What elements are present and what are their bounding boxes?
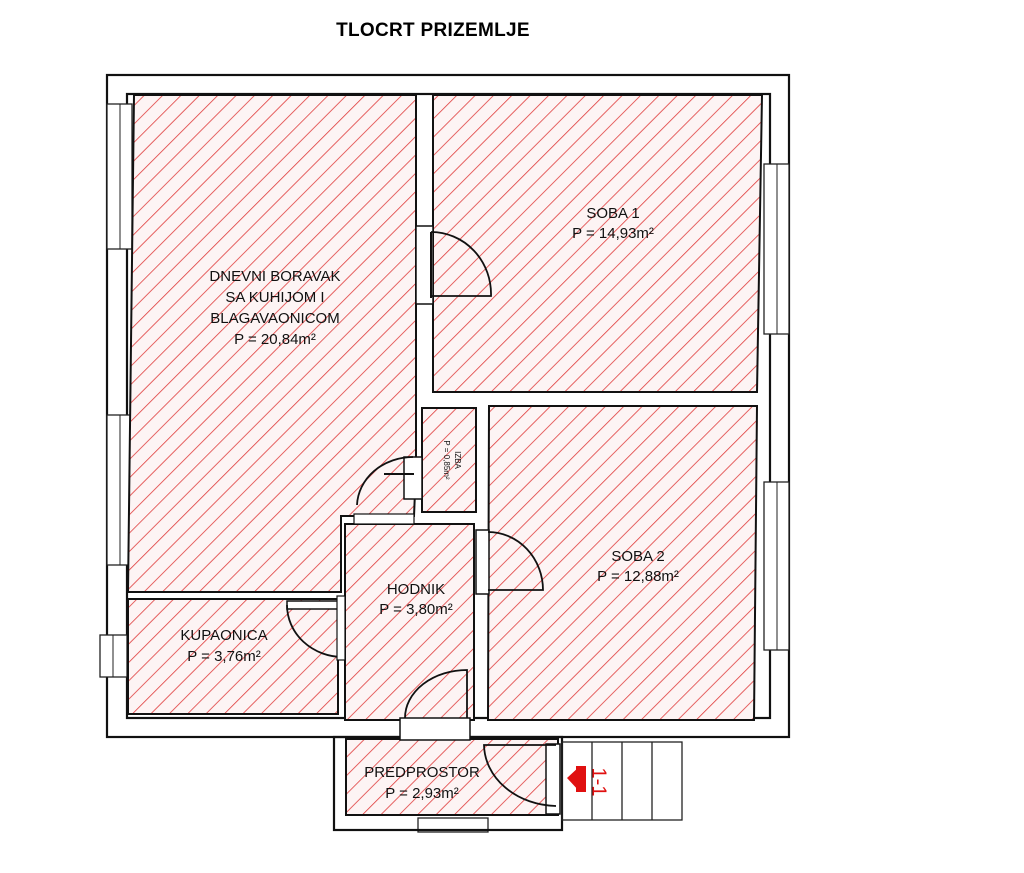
label-dnevni-line3: BLAGAVAONICOM xyxy=(210,310,339,327)
label-soba1-area: P = 14,93m² xyxy=(572,225,654,242)
room-kupaonica xyxy=(127,598,339,715)
entry-stairs xyxy=(561,741,683,821)
room-soba-1 xyxy=(432,94,764,393)
label-izba-area: P = 0,85m² xyxy=(442,440,451,480)
doors xyxy=(286,225,561,815)
label-hodnik-area: P = 3,80m² xyxy=(379,601,453,618)
label-soba1-name: SOBA 1 xyxy=(586,205,639,222)
label-soba2-name: SOBA 2 xyxy=(611,548,664,565)
section-marker: 1-1 xyxy=(567,766,610,796)
label-predprostor-area: P = 2,93m² xyxy=(385,785,459,802)
label-dnevni-area: P = 20,84m² xyxy=(234,331,316,348)
room-soba-2 xyxy=(486,405,759,721)
label-predprostor-name: PREDPROSTOR xyxy=(364,764,480,781)
room-izba xyxy=(421,407,477,513)
room-hodnik xyxy=(344,523,475,721)
room-predprostor xyxy=(345,738,559,816)
label-kupaonica-area: P = 3,76m² xyxy=(187,648,261,665)
label-hodnik-name: HODNIK xyxy=(387,581,445,598)
rooms xyxy=(126,94,764,816)
label-soba2-area: P = 12,88m² xyxy=(597,568,679,585)
plan-title: TLOCRT PRIZEMLJE xyxy=(336,20,530,41)
label-dnevni-line1: DNEVNI BORAVAK xyxy=(209,268,340,285)
label-izba-name: IZBA xyxy=(453,451,462,469)
label-dnevni-line2: SA KUHIJOM I xyxy=(225,289,324,306)
section-marker-label: 1-1 xyxy=(588,768,610,797)
room-labels: DNEVNI BORAVAK SA KUHIJOM I BLAGAVAONICO… xyxy=(180,205,679,802)
label-kupaonica-name: KUPAONICA xyxy=(180,627,267,644)
